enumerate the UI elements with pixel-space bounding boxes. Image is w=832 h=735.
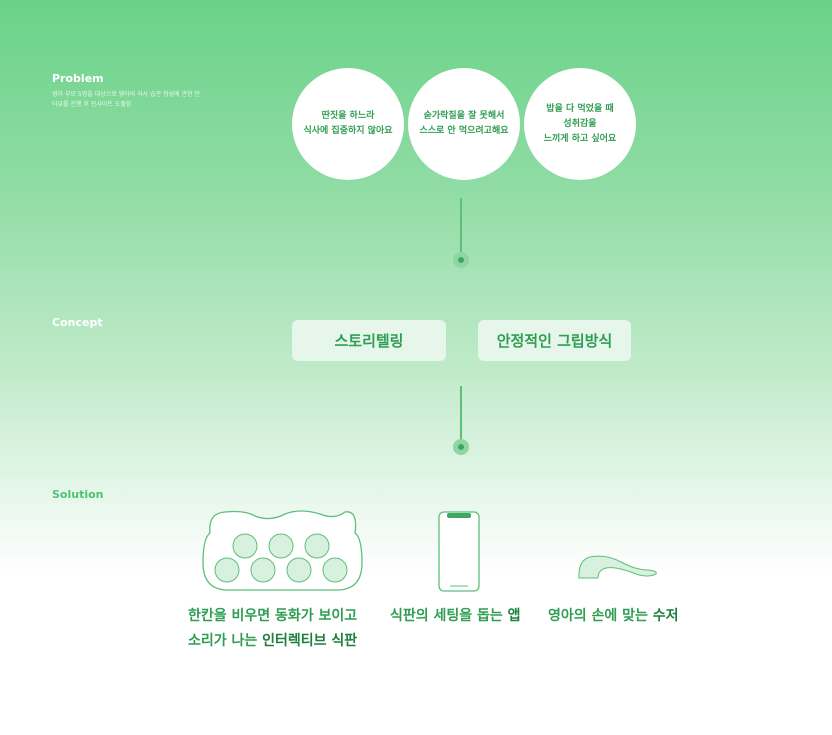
caption-text: 소리가 나는 [188,633,263,649]
connector-line [460,198,462,254]
plate-icon [202,510,363,591]
concept-label: Concept [52,316,103,329]
caption-bold: 앱 [507,608,521,624]
concept-storytelling: 스토리텔링 [292,320,446,361]
circle-text: 식사에 집중하지 않아요 [303,126,393,136]
problem-description: 영아 부모 5명을 대상으로 영아의 식사 습관 형성에 관한 인터뷰를 진행 … [52,91,200,108]
solution-label: Solution [52,488,104,501]
circle-text: 딴짓을 하느라 [321,111,375,121]
solution-plate-caption: 한칸을 비우면 동화가 보이고 소리가 나는 인터렉티브 식판 [188,604,357,654]
caption-bold: 인터렉티브 식판 [262,633,358,649]
circle-text: 스스로 안 먹으려고해요 [419,126,509,136]
circle-text: 숟가락질을 잘 못해서 [423,111,505,121]
circle-text: 느끼게 하고 싶어요 [543,133,617,144]
caption-text: 식판의 세팅을 돕는 [390,608,508,624]
circle-text: 성취감을 [563,118,597,129]
problem-label: Problem [52,72,104,85]
solution-spoon-caption: 영아의 손에 맞는 수저 [548,604,679,629]
solution-app-caption: 식판의 세팅을 돕는 앱 [390,604,521,629]
connector-line [460,386,462,441]
concept-grip: 안정적인 그립방식 [478,320,631,361]
phone-icon [438,511,480,592]
caption-text: 영아의 손에 맞는 [548,608,653,624]
caption-line: 한칸을 비우면 동화가 보이고 [188,608,358,624]
connector-dot [453,252,469,268]
spoon-icon [578,555,657,579]
connector-dot [453,439,469,455]
circle-text: 밥을 다 먹었을 때 [546,103,614,114]
caption-bold: 수저 [652,608,679,624]
